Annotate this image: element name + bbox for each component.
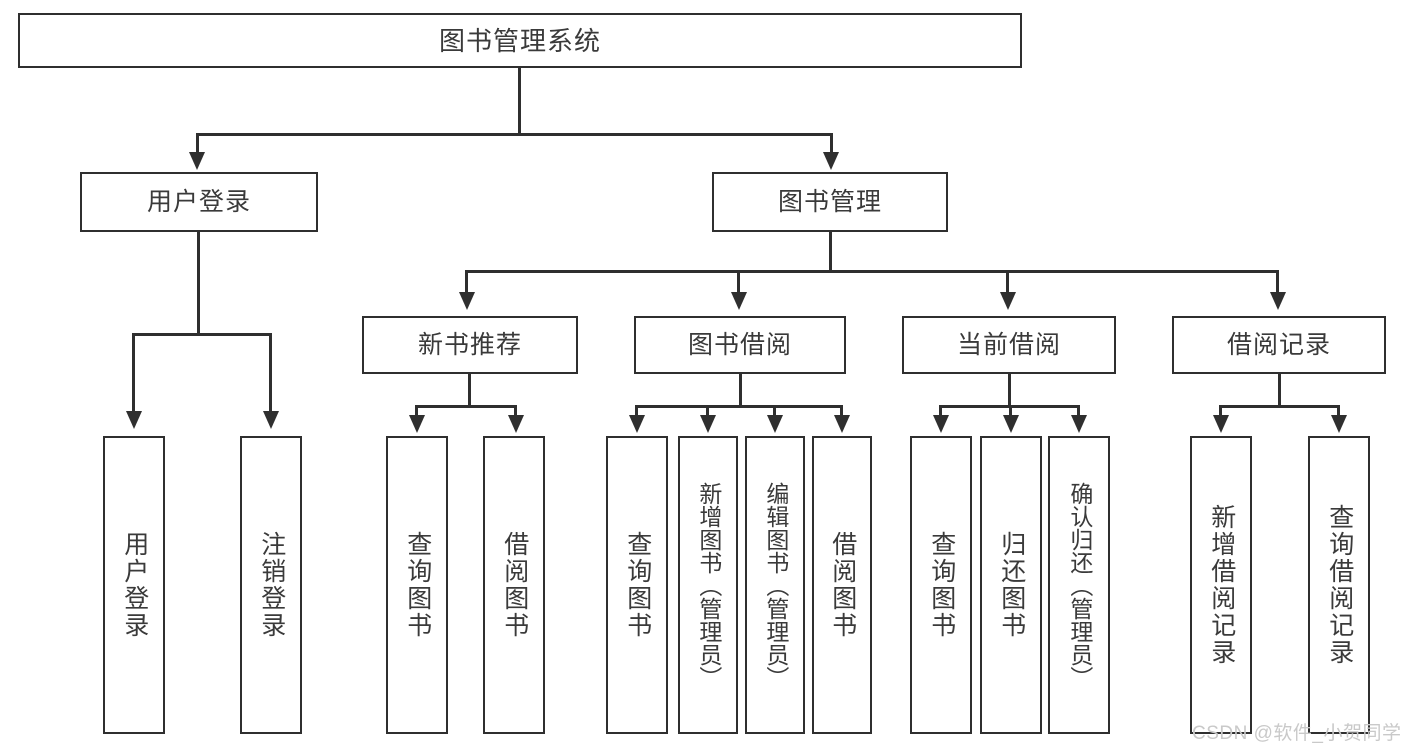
edge-borrow-record-bus [1219,405,1340,408]
edge-to-book-mgmt [830,133,833,155]
arrow-current-borrow-child-2 [1003,415,1019,433]
arrow-to-book-borrow [731,292,747,310]
node-label: 新书推荐 [417,330,522,359]
edge-level1-bus [196,133,833,136]
leaf-user-logout[interactable]: 注销登录 [240,436,302,734]
node-label: 归还图书 [997,531,1026,639]
edge-to-borrow-record [1276,270,1279,294]
leaf-borrow-book-rec[interactable]: 借阅图书 [483,436,545,734]
edge-current-borrow-child-3 [1077,405,1080,417]
edge-book-mgmt-stem [829,232,832,272]
arrow-borrow-record-child-1 [1213,415,1229,433]
edge-new-book-rec-child-1 [415,405,418,417]
node-label: 借阅图书 [828,531,857,639]
edge-user-login-stem [197,232,200,335]
node-label: 借阅记录 [1226,330,1331,359]
edge-book-borrow-child-1 [635,405,638,417]
arrow-new-book-rec-child-1 [409,415,425,433]
node-label: 用户登录 [146,187,251,216]
edge-new-book-rec-bus [415,405,517,408]
leaf-edit-book-admin[interactable]: 编辑图书（管理员） [745,436,805,734]
node-label: 查询图书 [623,531,652,639]
arrow-to-book-mgmt [823,152,839,170]
node-borrow-record[interactable]: 借阅记录 [1172,316,1386,374]
node-label: 借阅图书 [500,531,529,639]
leaf-add-book-admin[interactable]: 新增图书（管理员） [678,436,738,734]
node-label: 查询图书 [403,531,432,639]
edge-book-borrow-child-3 [773,405,776,417]
node-book-management[interactable]: 图书管理 [712,172,948,232]
leaf-add-borrow-record[interactable]: 新增借阅记录 [1190,436,1252,734]
edge-level2-bus [465,270,1279,273]
node-label: 编辑图书（管理员） [762,481,789,689]
node-current-borrow[interactable]: 当前借阅 [902,316,1116,374]
node-root-system[interactable]: 图书管理系统 [18,13,1022,68]
leaf-borrow-book[interactable]: 借阅图书 [812,436,872,734]
node-label: 当前借阅 [956,330,1061,359]
arrow-book-borrow-child-2 [700,415,716,433]
arrow-book-borrow-child-3 [767,415,783,433]
edge-current-borrow-stem [1008,374,1011,407]
node-label: 图书管理 [777,187,882,216]
arrow-current-borrow-child-1 [933,415,949,433]
csdn-watermark: CSDN @软件_小贺同学 [1192,723,1402,744]
arrow-to-user-login [189,152,205,170]
edge-borrow-record-stem [1278,374,1281,407]
node-label: 用户登录 [120,531,149,639]
edge-to-new-book-rec [465,270,468,294]
edge-new-book-rec-child-2 [514,405,517,417]
leaf-query-borrow-record[interactable]: 查询借阅记录 [1308,436,1370,734]
edge-book-borrow-bus [635,405,843,408]
edge-current-borrow-child-1 [939,405,942,417]
edge-user-login-child-1 [132,333,135,413]
edge-borrow-record-child-2 [1337,405,1340,417]
arrow-current-borrow-child-3 [1071,415,1087,433]
edge-book-borrow-stem [739,374,742,407]
leaf-query-book-rec[interactable]: 查询图书 [386,436,448,734]
edge-root-stem [518,68,521,135]
leaf-query-book-borrow[interactable]: 查询图书 [606,436,668,734]
arrow-to-borrow-record [1270,292,1286,310]
arrow-user-login-child-2 [263,411,279,429]
edge-user-login-bus [132,333,269,336]
edge-user-login-child-2 [269,333,272,413]
edge-to-book-borrow [737,270,740,294]
leaf-confirm-return-admin[interactable]: 确认归还（管理员） [1048,436,1110,734]
leaf-query-book-current[interactable]: 查询图书 [910,436,972,734]
arrow-book-borrow-child-1 [629,415,645,433]
node-label: 查询图书 [927,531,956,639]
edge-book-borrow-child-4 [840,405,843,417]
edge-current-borrow-child-2 [1009,405,1012,417]
node-user-login[interactable]: 用户登录 [80,172,318,232]
arrow-user-login-child-1 [126,411,142,429]
edge-new-book-rec-stem [468,374,471,407]
edge-book-borrow-child-2 [706,405,709,417]
leaf-user-login[interactable]: 用户登录 [103,436,165,734]
node-label: 查询借阅记录 [1325,504,1354,666]
arrow-to-current-borrow [1000,292,1016,310]
arrow-new-book-rec-child-2 [508,415,524,433]
node-label: 注销登录 [257,531,286,639]
node-new-book-recommend[interactable]: 新书推荐 [362,316,578,374]
edge-to-user-login [196,133,199,155]
edge-borrow-record-child-1 [1219,405,1222,417]
edge-to-current-borrow [1006,270,1009,294]
node-label: 确认归还（管理员） [1066,481,1093,689]
node-label: 新增图书（管理员） [695,481,722,689]
arrow-book-borrow-child-4 [834,415,850,433]
leaf-return-book[interactable]: 归还图书 [980,436,1042,734]
node-label: 图书借阅 [687,330,792,359]
node-label: 图书管理系统 [438,25,601,56]
arrow-to-new-book-rec [459,292,475,310]
arrow-borrow-record-child-2 [1331,415,1347,433]
node-book-borrow[interactable]: 图书借阅 [634,316,846,374]
node-label: 新增借阅记录 [1207,504,1236,666]
